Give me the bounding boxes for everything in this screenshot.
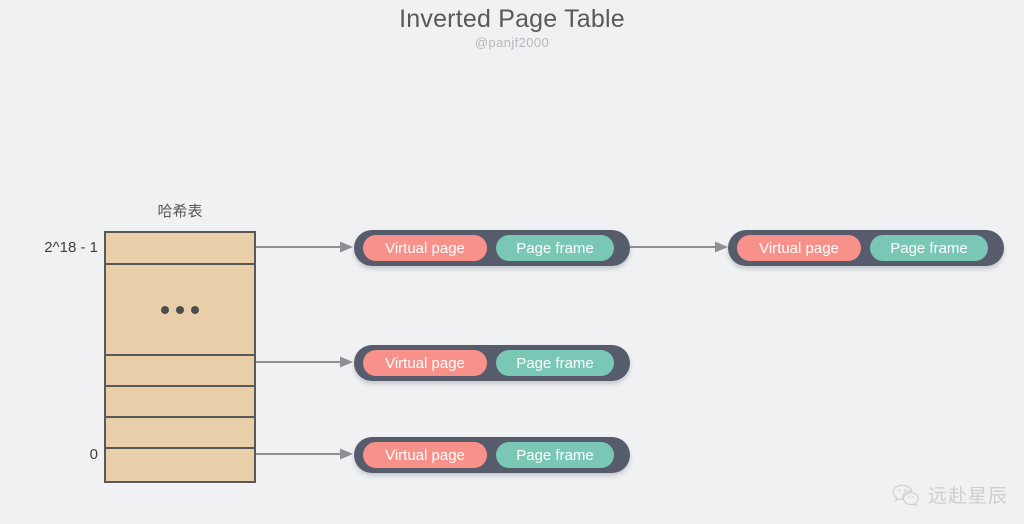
page-title: Inverted Page Table xyxy=(399,5,625,33)
watermark: 远赴星辰 xyxy=(892,481,1008,508)
table-row xyxy=(106,387,254,418)
arrow-table-to-entry-bottom xyxy=(256,448,353,460)
virtual-page-pill: Virtual page xyxy=(737,235,861,261)
hash-table-label: 哈希表 xyxy=(157,203,203,220)
table-row xyxy=(106,449,254,481)
table-row xyxy=(106,418,254,449)
hash-table-index-top: 2^18 - 1 xyxy=(44,239,98,256)
virtual-page-pill: Virtual page xyxy=(363,235,487,261)
page-frame-pill: Page frame xyxy=(870,235,988,261)
page-entry[interactable]: Virtual page Page frame xyxy=(354,230,630,266)
hash-table-index-bottom: 0 xyxy=(89,446,98,463)
table-row-ellipsis xyxy=(106,265,254,356)
page-subtitle: @panjf2000 xyxy=(474,35,550,50)
hash-table xyxy=(104,231,256,483)
arrow-table-to-entry-top xyxy=(256,241,353,253)
page-entry[interactable]: Virtual page Page frame xyxy=(728,230,1004,266)
arrow-table-to-entry-middle xyxy=(256,356,353,368)
table-row xyxy=(106,356,254,387)
virtual-page-pill: Virtual page xyxy=(363,350,487,376)
table-row xyxy=(106,233,254,265)
title-block: Inverted Page Table @panjf2000 xyxy=(0,4,1024,52)
page-frame-pill: Page frame xyxy=(496,442,614,468)
ellipsis-dots xyxy=(106,265,254,354)
page-frame-pill: Page frame xyxy=(496,235,614,261)
page-frame-pill: Page frame xyxy=(496,350,614,376)
dot-icon xyxy=(176,305,184,314)
dot-icon xyxy=(191,305,199,314)
page-entry[interactable]: Virtual page Page frame xyxy=(354,437,630,473)
wechat-icon xyxy=(892,484,919,506)
arrow-entry-chain-top xyxy=(630,241,728,253)
watermark-text: 远赴星辰 xyxy=(927,485,1008,507)
virtual-page-pill: Virtual page xyxy=(363,442,487,468)
page-entry[interactable]: Virtual page Page frame xyxy=(354,345,630,381)
dot-icon xyxy=(161,305,169,314)
